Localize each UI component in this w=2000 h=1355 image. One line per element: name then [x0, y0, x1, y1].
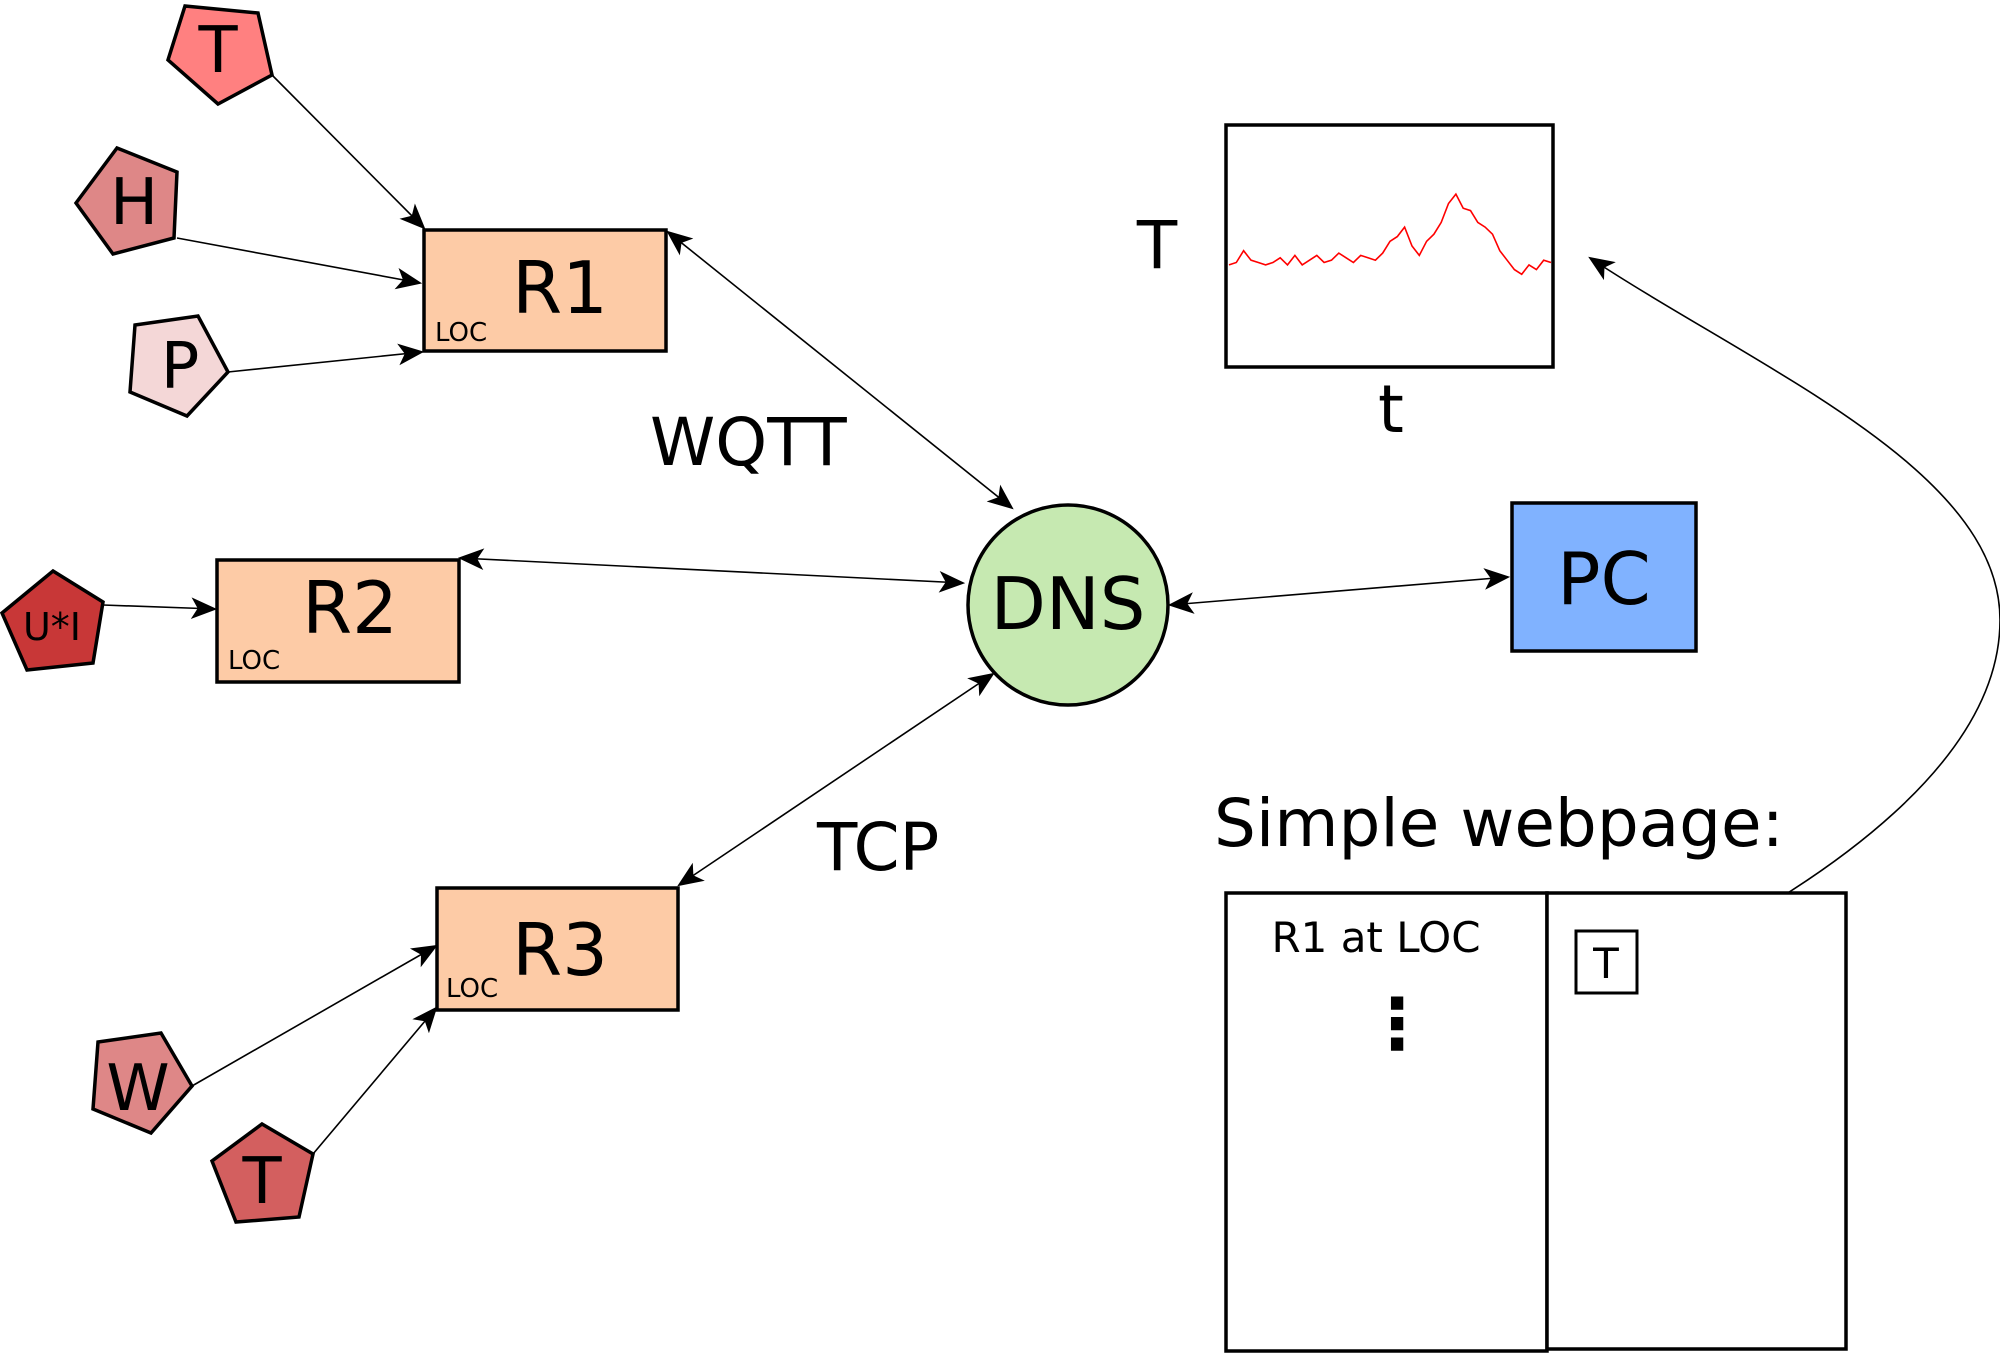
link-ui-r2: [102, 597, 218, 619]
router-loc: LOC: [228, 646, 280, 676]
link-r3-dns: [677, 672, 995, 887]
pc-label: PC: [1557, 537, 1651, 621]
sensor-label: T: [241, 1145, 282, 1219]
sensor-label: W: [106, 1052, 169, 1126]
sensor-r2-ui: U*I: [0, 568, 105, 672]
router-label: R1: [512, 246, 608, 330]
dns-hub: DNS: [966, 503, 1170, 707]
sensor-label: H: [110, 166, 158, 240]
dns-label: DNS: [990, 562, 1145, 646]
webpage-t-button-label: T: [1592, 939, 1619, 988]
sensor-label: P: [161, 330, 200, 404]
webpage-ellipsis: ⋮: [1362, 983, 1432, 1065]
link-t-r1: [271, 74, 426, 230]
link-p-r1: [227, 343, 425, 373]
sensor-r1-t: T: [165, 4, 275, 107]
link-w-r3: [191, 944, 438, 1087]
router-loc: LOC: [435, 318, 487, 348]
sensor-r1-h: H: [73, 145, 179, 256]
sensor-r3-t: T: [209, 1121, 315, 1224]
plot-x-axis-label: t: [1378, 371, 1404, 448]
sensor-label: T: [197, 14, 238, 88]
plot-y-axis-label: T: [1136, 207, 1178, 284]
router-loc: LOC: [446, 974, 498, 1004]
link-dns-pc: [1167, 568, 1511, 614]
webpage-mockup: Simple webpage: R1 at LOC ⋮ T: [1214, 785, 1848, 1353]
link-t2-r3: [312, 1006, 438, 1155]
plot-series-line: [1228, 192, 1552, 276]
pc-node: PC: [1510, 501, 1698, 653]
protocol-top-label: WQTT: [650, 404, 847, 481]
webpage-entry[interactable]: R1 at LOC: [1271, 913, 1480, 962]
protocol-bottom-label: TCP: [816, 809, 939, 886]
sensor-r1-p: P: [128, 314, 231, 419]
router-r2: R2 LOC: [215, 558, 461, 684]
sensor-label: U*I: [23, 605, 81, 649]
links: [102, 74, 2000, 1155]
router-r1: R1 LOC: [422, 228, 668, 353]
webpage-left-panel: [1224, 891, 1549, 1353]
sensor-r3-w: W: [91, 1031, 195, 1136]
router-r3: R3 LOC: [435, 886, 680, 1012]
plot-frame: [1224, 123, 1555, 369]
router-label: R2: [302, 566, 398, 650]
link-h-r1: [176, 237, 423, 290]
sensors: T H P U*I W T: [0, 4, 315, 1224]
router-label: R3: [512, 908, 608, 992]
temperature-plot: T t: [1136, 123, 1555, 448]
webpage-title: Simple webpage:: [1214, 785, 1784, 862]
webpage-t-button[interactable]: T: [1574, 929, 1639, 995]
link-r2-dns: [457, 548, 966, 593]
link-r1-dns: [666, 230, 1014, 510]
